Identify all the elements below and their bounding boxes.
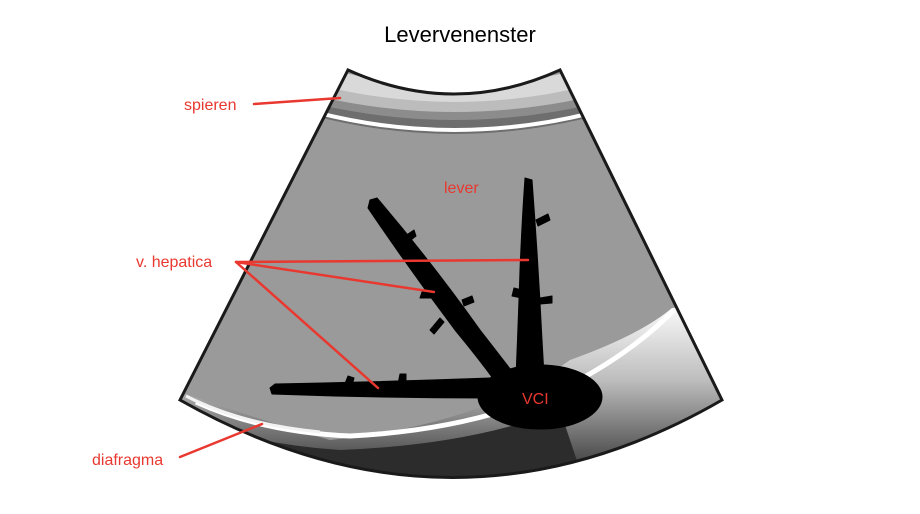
page-title: Levervenenster (384, 22, 536, 47)
label-muscles: spieren (184, 97, 236, 114)
label-hepatic-vein: v. hepatica (136, 254, 212, 271)
ivc-lumen (477, 364, 603, 430)
vein-branch-h (343, 375, 355, 387)
vein-branch-g (539, 295, 553, 305)
label-diaphragm: diafragma (92, 452, 163, 469)
muscle-layer-2 (300, 80, 610, 115)
leader-hepatic-1 (234, 258, 530, 264)
annotation-lines (178, 96, 530, 459)
leader-muscles (252, 96, 342, 106)
label-ivc: VCI (522, 391, 549, 408)
ultrasound-fan (180, 70, 722, 478)
label-liver: lever (444, 180, 479, 197)
hepatic-veins (269, 177, 603, 430)
diaphragm-inner-line (185, 394, 321, 434)
liver-capsule (299, 106, 611, 132)
leader-hepatic-2 (234, 260, 436, 294)
vein-branch-i (397, 373, 407, 385)
vein-branch-e (535, 213, 551, 227)
vein-branch-b (419, 291, 433, 299)
leader-hepatic-3 (234, 260, 380, 390)
vein-branch-d (461, 295, 475, 307)
vein-branch-f (511, 287, 523, 299)
vein-branch-a (401, 229, 417, 245)
leader-diaphragm (178, 422, 264, 459)
right-hepatic-vein (515, 177, 545, 377)
vein-branch-c (429, 317, 445, 335)
fan-outline (178, 68, 724, 479)
